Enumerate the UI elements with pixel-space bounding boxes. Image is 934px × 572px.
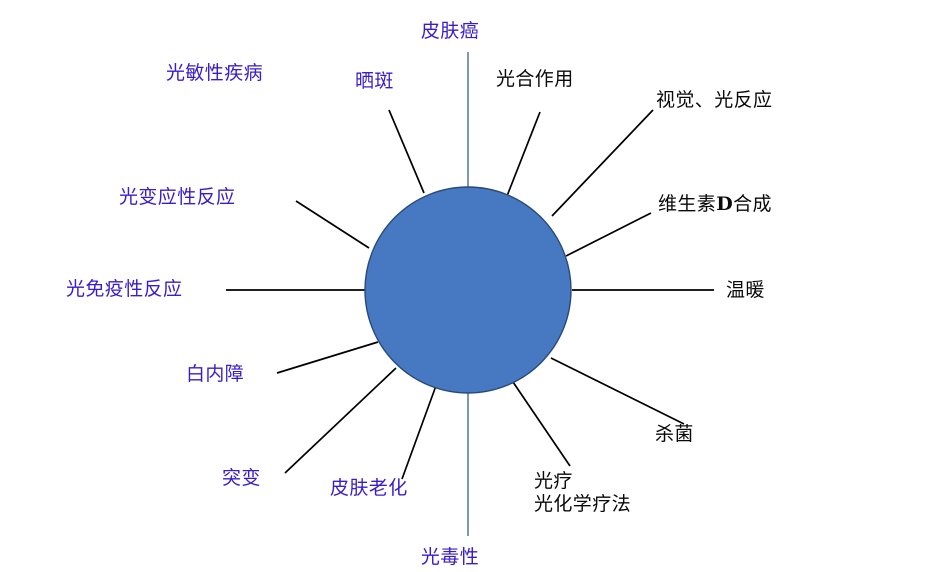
- spoke-label-photosynthesis: 光合作用: [496, 68, 574, 91]
- label-text-line1: 杀菌: [655, 423, 694, 445]
- spoke-line-mutation: [284, 367, 397, 474]
- label-text-line1: 皮肤癌: [420, 20, 480, 42]
- label-text-prefix: 维生素: [658, 193, 717, 215]
- spoke-line-phototherapy: [512, 381, 571, 467]
- label-text-line1: 突变: [222, 467, 261, 489]
- spoke-label-mutation: 突变: [222, 467, 261, 490]
- label-text-line1: 视觉、光反应: [656, 89, 773, 111]
- spoke-label-skin-cancer: 皮肤癌: [421, 20, 479, 43]
- spoke-label-warmth: 温暖: [726, 279, 765, 302]
- spoke-line-sunburn-spot: [388, 109, 425, 194]
- spoke-label-vision-photoreaction: 视觉、光反应: [656, 89, 772, 112]
- spoke-label-photosensitive-disease: 光敏性疾病: [166, 62, 263, 85]
- label-text-line1: 晒斑: [355, 70, 394, 92]
- spoke-line-cataract: [276, 341, 379, 374]
- spoke-label-sterilization: 杀菌: [655, 423, 694, 446]
- spoke-label-photoimmune-reaction: 光免疫性反应: [66, 278, 182, 301]
- label-text-line1: 光变应性反应: [119, 186, 236, 208]
- label-text-line1: 光免疫性反应: [66, 278, 183, 300]
- spoke-label-phototoxicity: 光毒性: [421, 546, 479, 569]
- label-text-line1: 光合作用: [496, 68, 574, 90]
- label-text-line1: 白内障: [186, 363, 245, 385]
- label-text-line1: 皮肤老化: [330, 477, 408, 499]
- label-text-line1: 光疗: [534, 470, 573, 492]
- spoke-lines-group: [226, 52, 714, 536]
- spoke-line-photoallergic-reaction: [295, 200, 370, 249]
- spoke-line-vitamin-d-synthesis: [565, 212, 652, 257]
- spoke-line-photosynthesis: [506, 111, 541, 197]
- label-text-line1: 光敏性疾病: [166, 62, 264, 84]
- spoke-label-cataract: 白内障: [186, 363, 244, 386]
- spoke-line-vision-photoreaction: [551, 109, 654, 217]
- spoke-label-photoallergic-reaction: 光变应性反应: [119, 186, 235, 209]
- spoke-label-vitamin-d-synthesis: 维生素D合成: [658, 193, 772, 216]
- spoke-line-sterilization: [550, 357, 685, 425]
- label-text-suffix: 合成: [733, 193, 772, 215]
- sunlight-core-circle: [364, 186, 572, 394]
- spoke-label-sunburn-spot: 晒斑: [355, 70, 394, 93]
- spoke-label-phototherapy: 光疗光化学疗法: [534, 470, 631, 516]
- spoke-label-skin-aging: 皮肤老化: [330, 477, 408, 500]
- label-text-line1: 温暖: [726, 279, 765, 301]
- spoke-line-skin-aging: [401, 382, 438, 480]
- label-text-line1: 光毒性: [420, 546, 480, 568]
- label-text-bold: D: [716, 193, 734, 215]
- label-text-line2: 光化学疗法: [534, 493, 632, 515]
